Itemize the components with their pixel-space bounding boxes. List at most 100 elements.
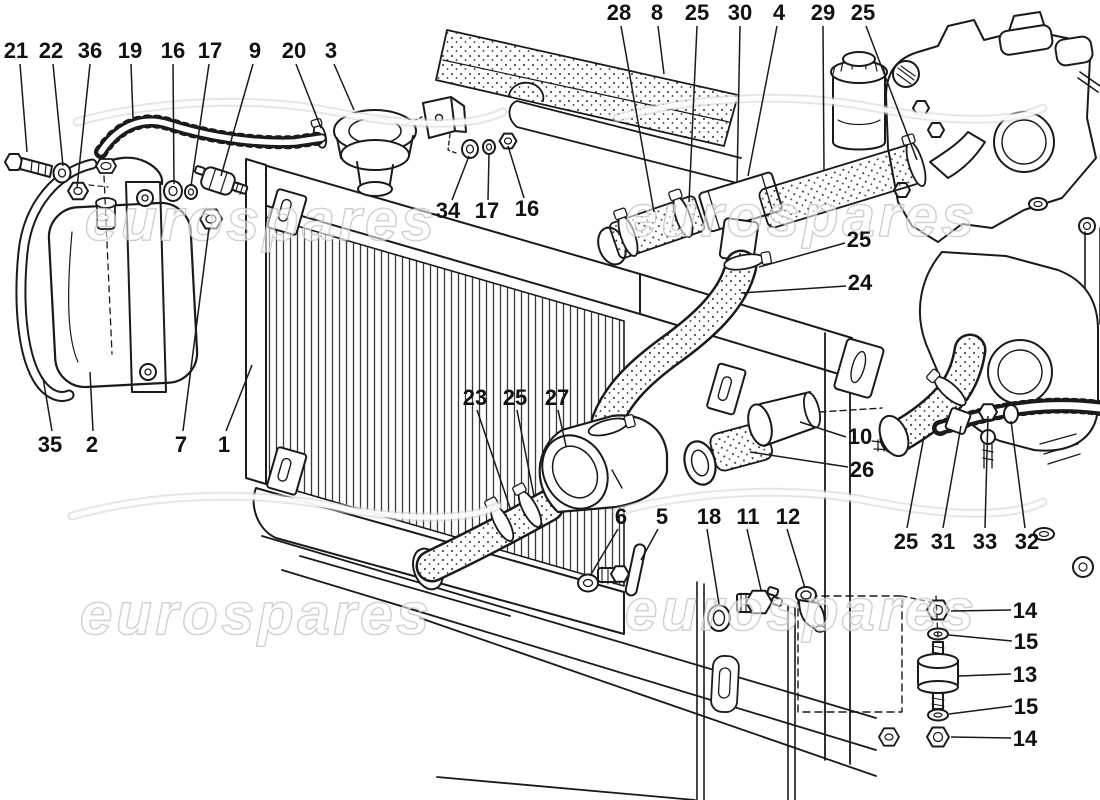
sleeve [747,391,821,447]
leader-line-11 [746,528,762,591]
part-label-29: 29 [811,0,835,25]
shroud-nut [878,727,900,747]
part-label-14: 14 [1013,726,1038,751]
leader-line-30 [736,25,741,184]
leader-line-34 [451,155,470,201]
part-label-25: 25 [847,227,871,252]
leader-line-17 [190,63,210,187]
part-label-25: 25 [894,529,918,554]
leader-line-10 [799,421,847,438]
watermark: eurospares [612,487,1048,644]
leader-line-3 [333,63,355,111]
leader-line-25 [516,409,535,497]
part-label-14: 14 [1013,598,1038,623]
frame-bracket-bottom [266,446,308,496]
shroud-slot-tab [710,655,740,713]
part-label-35: 35 [38,432,62,457]
watermark-text: eurospares [80,582,433,647]
part-label-5: 5 [656,504,668,529]
part-label-17: 17 [198,38,222,63]
leader-line-6 [589,528,619,577]
leader-line-7 [182,227,210,432]
part-label-16: 16 [161,38,185,63]
thermo-switch [736,586,784,615]
leader-line-26 [749,451,849,468]
top-shroud-channel [508,81,742,185]
leader-line-1 [225,364,253,432]
watermark-text: eurospares [85,188,438,253]
leader-line-31 [942,425,962,529]
leader-line-20 [295,63,322,129]
part-label-26: 26 [850,457,874,482]
part-label-8: 8 [651,0,663,25]
watermark-swoosh-highlight [69,493,501,520]
part-label-9: 9 [249,38,261,63]
part-label-22: 22 [39,38,63,63]
bracket-washers [461,132,518,159]
leader-line-13 [958,673,1012,677]
leader-line-8 [657,25,665,75]
leader-line-25 [758,242,846,268]
part-label-13: 13 [1013,662,1037,687]
part-label-25: 25 [685,0,709,25]
part-label-33: 33 [973,529,997,554]
part-label-11: 11 [736,504,759,529]
leader-line-19 [130,63,134,119]
watermark: eurospares [72,97,508,254]
part-label-25: 25 [851,0,875,25]
elbow-fitting [795,586,826,633]
frame-bracket-right [833,337,885,399]
leader-line-5 [640,528,659,561]
leader-line-17 [487,153,490,201]
watermark-swoosh-highlight [614,489,1046,516]
frame-tab-middle [706,362,747,416]
part-label-10: 10 [848,424,872,449]
leader-line-16 [172,63,175,185]
leader-line-32 [1010,420,1026,529]
leader-line-15 [948,634,1013,642]
leader-line-25 [865,25,918,161]
leader-line-16 [507,145,525,199]
leader-line-15 [948,705,1013,715]
leader-line-35 [42,377,53,432]
watermark-swoosh-highlight [74,99,506,126]
part-label-15: 15 [1014,629,1038,654]
leader-line-22 [52,63,64,167]
leader-line-33 [984,415,989,529]
thermostat-housing [538,414,669,514]
part-label-3: 3 [325,38,337,63]
leader-line-25 [906,435,925,529]
drain-tap [597,543,647,597]
leader-line-2 [89,371,94,432]
part-label-2: 2 [86,432,98,457]
leader-lines [19,25,1026,739]
part-label-34: 34 [436,198,461,223]
watermark-layer: eurospares eurospares eurospares eurospares [67,93,1048,648]
part-label-1: 1 [218,432,230,457]
watermark-swoosh-highlight [614,95,1046,122]
vent-hose [94,114,329,159]
part-label-28: 28 [607,0,631,25]
part-label-21: 21 [4,38,28,63]
part-label-12: 12 [776,504,800,529]
part-label-15: 15 [1014,694,1038,719]
rubber-mount [917,641,959,710]
part-label-7: 7 [175,432,187,457]
part-label-6: 6 [615,504,627,529]
mount-position-outline [797,595,903,713]
expansion-tank [15,156,199,402]
leader-line-14 [950,609,1012,612]
mount-stack [901,595,959,748]
leader-line-36 [76,63,91,189]
leader-line-23 [476,409,511,509]
watermark: eurospares [612,93,1048,250]
frame-bracket-top [266,188,308,236]
part-label-23: 23 [463,385,487,410]
valve-cover [998,24,1094,67]
leader-line-25 [688,25,698,203]
leader-line-21 [19,63,28,153]
part-label-19: 19 [118,38,142,63]
leader-line-4 [747,25,778,177]
part-label-30: 30 [728,0,752,25]
